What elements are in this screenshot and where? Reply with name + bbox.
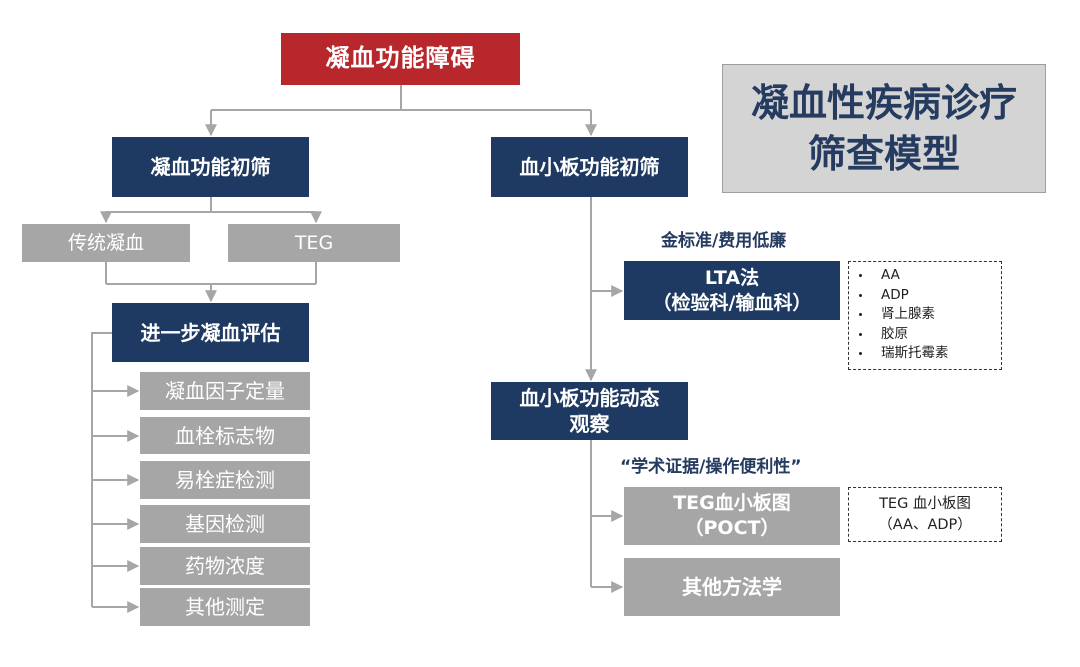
further-item-6: 其他测定 xyxy=(140,588,310,626)
lta-node: LTA法 （检验科/输血科） xyxy=(624,261,840,320)
traditional-coag-node: 传统凝血 xyxy=(22,224,190,262)
root-label: 凝血功能障碍 xyxy=(325,44,476,73)
teg-screen-node: TEG xyxy=(228,224,400,262)
teg-detail-line-1: TEG 血小板图 xyxy=(879,496,971,513)
agonist-item: 瑞斯托霉素 xyxy=(849,344,1001,364)
teg-platelet-line-1: TEG血小板图 xyxy=(673,492,791,515)
platelet-dynamic-line-1: 血小板功能动态 xyxy=(519,386,660,410)
teg-platelet-line-2: （POCT） xyxy=(684,517,780,539)
teg-platelet-node: TEG血小板图 （POCT） xyxy=(624,487,840,545)
teg-detail-line-2: （AA、ADP） xyxy=(878,516,972,533)
traditional-coag-label: 传统凝血 xyxy=(67,231,144,254)
root-node: 凝血功能障碍 xyxy=(281,33,520,85)
title-line-1: 凝血性疾病诊疗 xyxy=(750,81,1017,126)
agonist-bullets: AA ADP 肾上腺素 胶原 瑞斯托霉素 xyxy=(849,262,1001,364)
teg-screen-label: TEG xyxy=(294,231,334,254)
platelet-screen-node: 血小板功能初筛 xyxy=(491,137,688,197)
further-item-label: 基因检测 xyxy=(185,512,265,536)
further-eval-node: 进一步凝血评估 xyxy=(112,303,309,362)
further-item-1: 凝血因子定量 xyxy=(140,372,310,410)
gold-standard-note: 金标准/费用低廉 xyxy=(661,231,787,251)
coag-screen-node: 凝血功能初筛 xyxy=(112,137,309,197)
agonist-item: ADP xyxy=(849,286,1001,306)
lta-line-2: （检验科/输血科） xyxy=(652,291,812,314)
further-eval-label: 进一步凝血评估 xyxy=(140,320,281,345)
further-item-5: 药物浓度 xyxy=(140,547,310,585)
further-item-label: 其他测定 xyxy=(185,595,265,619)
lta-line-1: LTA法 xyxy=(704,266,760,289)
further-item-label: 药物浓度 xyxy=(185,554,265,578)
coag-screen-label: 凝血功能初筛 xyxy=(150,155,271,179)
further-item-label: 易栓症检测 xyxy=(175,468,275,492)
further-item-2: 血栓标志物 xyxy=(140,417,310,454)
agonist-item: AA xyxy=(849,266,1001,286)
platelet-dynamic-line-2: 观察 xyxy=(569,412,610,436)
teg-platelet-detail: TEG 血小板图 （AA、ADP） xyxy=(848,487,1002,542)
further-item-label: 血栓标志物 xyxy=(175,423,275,448)
further-item-3: 易栓症检测 xyxy=(140,461,310,499)
title-line-2: 筛查模型 xyxy=(807,131,960,176)
other-methods-label: 其他方法学 xyxy=(682,575,782,599)
agonist-item: 肾上腺素 xyxy=(849,305,1001,325)
further-item-label: 凝血因子定量 xyxy=(165,379,285,403)
lta-agonist-list: AA ADP 肾上腺素 胶原 瑞斯托霉素 xyxy=(848,261,1002,370)
other-methods-node: 其他方法学 xyxy=(624,558,840,616)
further-item-4: 基因检测 xyxy=(140,505,310,543)
agonist-item: 胶原 xyxy=(849,325,1001,345)
title-panel: 凝血性疾病诊疗 筛查模型 xyxy=(722,64,1046,193)
platelet-dynamic-node: 血小板功能动态 观察 xyxy=(491,382,688,440)
evidence-convenience-note: “学术证据/操作便利性” xyxy=(620,457,802,477)
platelet-screen-label: 血小板功能初筛 xyxy=(519,155,660,179)
connector-further-bracket xyxy=(91,332,112,607)
